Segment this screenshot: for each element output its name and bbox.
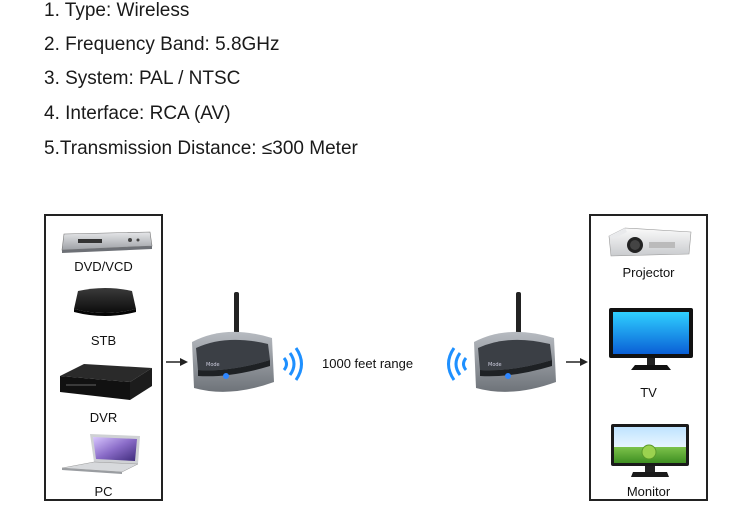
- svg-text:Mode: Mode: [488, 362, 502, 368]
- spec-frequency: 2. Frequency Band: 5.8GHz: [44, 34, 280, 55]
- laptop-icon: [60, 430, 150, 476]
- signal-waves-right-icon: [282, 346, 304, 382]
- set-top-box-icon: [70, 285, 140, 319]
- display-label-tv: TV: [640, 385, 657, 400]
- source-devices-box: DVD/VCD STB DVR PC: [44, 214, 163, 501]
- tv-icon: [607, 306, 695, 372]
- monitor-icon: [609, 422, 691, 480]
- source-label-pc: PC: [94, 484, 113, 499]
- dvd-player-icon: [58, 228, 154, 254]
- display-label-monitor: Monitor: [626, 484, 671, 499]
- source-label-stb: STB: [90, 333, 117, 348]
- source-label-dvd: DVD/VCD: [74, 259, 133, 274]
- display-devices-box: Projector TV Monitor: [589, 214, 708, 501]
- spec-distance: 5.Transmission Distance: ≤300 Meter: [44, 138, 358, 159]
- arrow-to-display-icon: [566, 357, 588, 367]
- spec-interface: 4. Interface: RCA (AV): [44, 103, 231, 124]
- transmitter-device-icon: Mode: [186, 290, 282, 400]
- svg-text:Mode: Mode: [206, 362, 220, 368]
- signal-waves-left-icon: [446, 346, 468, 382]
- range-label: 1000 feet range: [322, 356, 414, 371]
- projector-icon: [605, 224, 695, 264]
- display-label-projector: Projector: [622, 265, 675, 280]
- arrow-to-transmitter-icon: [166, 357, 188, 367]
- receiver-device-icon: Mode: [468, 290, 564, 400]
- dvr-icon: [56, 360, 154, 404]
- spec-system: 3. System: PAL / NTSC: [44, 68, 241, 89]
- source-label-dvr: DVR: [89, 410, 118, 425]
- spec-type: 1. Type: Wireless: [44, 0, 190, 21]
